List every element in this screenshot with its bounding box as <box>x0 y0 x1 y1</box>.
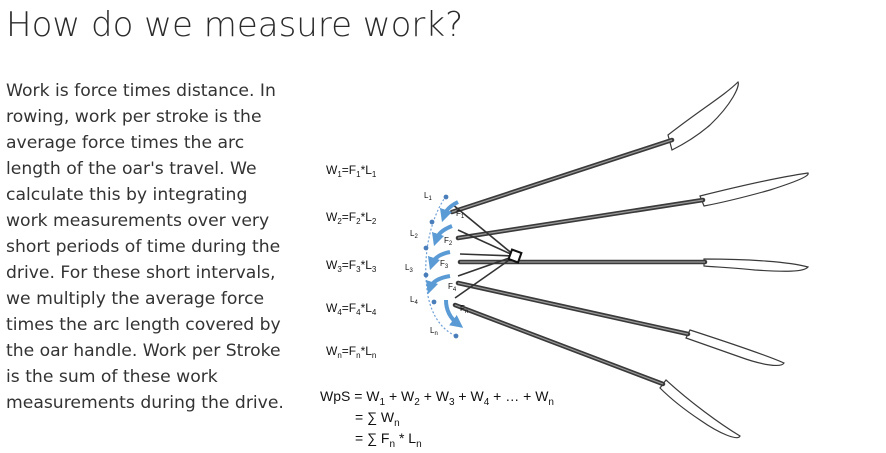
arc-point <box>423 245 429 251</box>
wps-line-3: = ∑ Fn * Ln <box>355 430 422 450</box>
body-line: length of the oar's travel. We <box>6 159 257 179</box>
arc-point <box>453 333 459 339</box>
work-equations: W1=F1*L1 W2=F2*L2 W3=F3*L3 W4=F4*L4 Wn=F… <box>326 163 377 360</box>
work-equation: W1=F1*L1 <box>326 163 377 179</box>
force-label: F3 <box>440 259 449 270</box>
arc-point <box>423 272 429 278</box>
force-arrow <box>425 274 451 295</box>
body-line: the oar handle. Work per Stroke <box>6 341 281 361</box>
slide-title: How do we measure work? <box>6 5 464 45</box>
body-line: rowing, work per stroke is the <box>6 107 262 127</box>
force-arrow <box>444 299 464 328</box>
arc-label: L3 <box>405 263 413 274</box>
body-line: we multiply the average force <box>6 289 265 309</box>
body-line: measurements during the drive. <box>6 393 284 413</box>
body-line: is the sum of these work <box>6 367 218 387</box>
arc-label: Ln <box>430 326 438 337</box>
arc-dots <box>423 194 459 339</box>
body-line: work measurements over very <box>6 211 270 231</box>
force-label: F2 <box>444 236 453 247</box>
body-text: Work is force times distance. In rowing,… <box>6 78 296 416</box>
arc-label: L4 <box>410 295 418 306</box>
arc-length-labels: L1 L2 L3 L4 Ln <box>405 191 438 337</box>
wps-formula: WpS = W1 + W2 + W3 + W4 + … + Wn = ∑ Wn … <box>320 388 554 450</box>
oar-blade <box>659 379 741 439</box>
body-line: Work is force times distance. In <box>6 81 276 101</box>
body-line: short periods of time during the <box>6 237 281 257</box>
body-line: times the arc length covered by <box>6 315 281 335</box>
force-label: F1 <box>456 209 465 220</box>
arc-label: L2 <box>410 229 418 240</box>
force-arrows <box>425 200 464 328</box>
handle-arc <box>425 195 457 337</box>
body-line: drive. For these short intervals, <box>6 263 276 283</box>
oarlock-pivot <box>507 248 523 264</box>
oar-blade <box>685 329 785 367</box>
body-line: average force times the arc <box>6 133 245 153</box>
arc-point <box>431 299 437 305</box>
force-arrow <box>427 250 451 271</box>
arc-point <box>443 194 449 200</box>
work-equation: W2=F2*L2 <box>326 210 377 226</box>
body-line: calculate this by integrating <box>6 185 248 205</box>
force-labels: F1 F2 F3 F4 Fn <box>440 209 468 315</box>
work-equation: Wn=Fn*Ln <box>326 344 376 360</box>
arc-label: L1 <box>424 191 432 202</box>
oar-blades <box>659 80 810 439</box>
oar-blade <box>699 172 809 207</box>
force-arrow <box>439 200 459 223</box>
oar-blade <box>667 80 739 151</box>
arc-point <box>429 219 435 225</box>
work-equation: W3=F3*L3 <box>326 258 377 274</box>
force-label: Fn <box>460 304 468 315</box>
work-equation: W4=F4*L4 <box>326 301 377 317</box>
oar-handles <box>451 203 516 299</box>
force-label: F4 <box>448 282 457 293</box>
wps-line-1: WpS = W1 + W2 + W3 + W4 + … + Wn <box>320 388 554 408</box>
oar-blade <box>703 258 810 272</box>
force-arrow <box>431 224 453 247</box>
wps-line-2: = ∑ Wn <box>355 409 400 429</box>
